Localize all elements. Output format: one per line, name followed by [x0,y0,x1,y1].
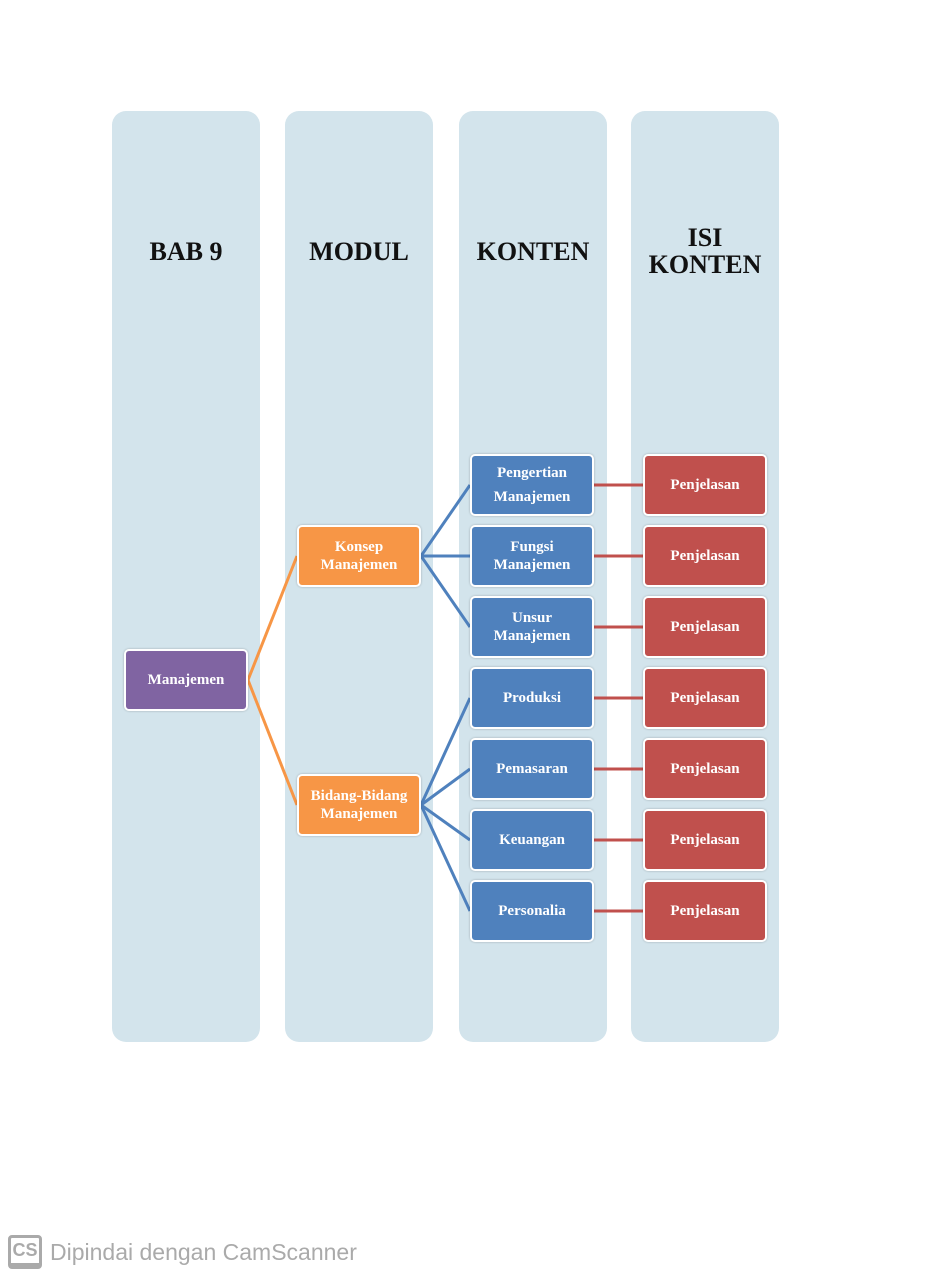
node-detail: Penjelasan [643,525,767,587]
connector-konsep-pengertian [419,484,472,557]
camscanner-watermark: CS Dipindai dengan CamScanner [8,1235,357,1269]
connector-root-konsep [246,555,299,681]
node-content: Personalia [470,880,594,942]
node-detail: Penjelasan [643,880,767,942]
header-isi-konten: ISI KONTEN [648,223,762,279]
node-module: Konsep Manajemen [297,525,421,587]
node-content: Produksi [470,667,594,729]
connector-root-bidang [246,679,299,806]
connector-bidang-produksi [419,697,472,806]
node-detail: Penjelasan [643,738,767,800]
watermark-text: Dipindai dengan CamScanner [50,1238,357,1265]
node-detail: Penjelasan [643,809,767,871]
node-content: Pemasaran [470,738,594,800]
node-root: Manajemen [124,649,248,711]
column-bab [112,111,260,1042]
connector-bidang-personalia [419,804,472,912]
node-content: Fungsi Manajemen [470,525,594,587]
node-detail: Penjelasan [643,454,767,516]
connector-konsep-unsur [419,555,472,628]
node-content: Unsur Manajemen [470,596,594,658]
header-konten: KONTEN [476,236,590,266]
camscanner-logo-icon: CS [8,1235,42,1269]
header-bab: BAB 9 [149,236,223,266]
connector-bidang-keuangan [420,803,471,842]
connector-bidang-pemasaran [420,767,471,807]
node-detail: Penjelasan [643,596,767,658]
node-content: Pengertian Manajemen [470,454,594,516]
header-modul: MODUL [309,236,409,266]
node-detail: Penjelasan [643,667,767,729]
node-content: Keuangan [470,809,594,871]
node-module: Bidang-Bidang Manajemen [297,774,421,836]
